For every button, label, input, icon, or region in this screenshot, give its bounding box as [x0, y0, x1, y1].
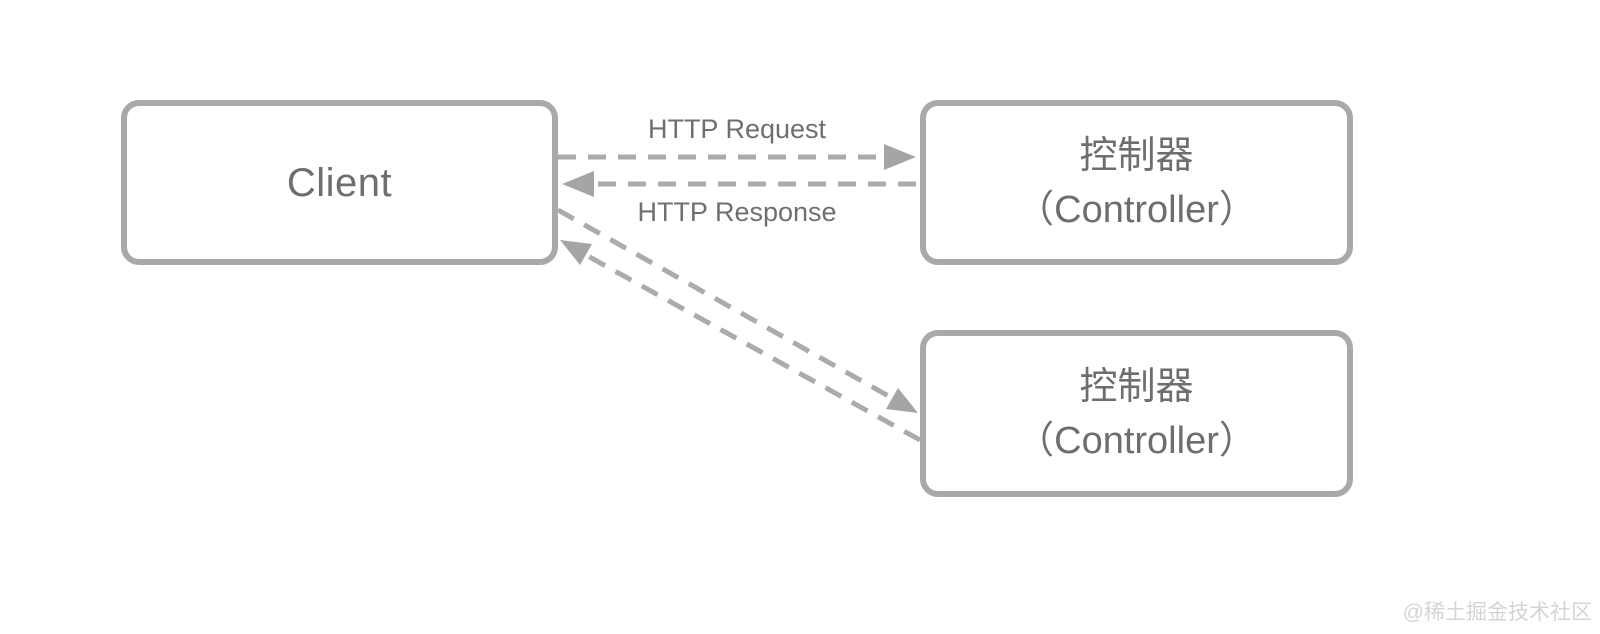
- node-controller-bottom-title: 控制器: [1079, 365, 1194, 408]
- node-controller-bottom: 控制器 （Controller）: [920, 330, 1353, 497]
- node-controller-top-subtitle: （Controller）: [1016, 188, 1257, 231]
- node-client-label: Client: [286, 160, 393, 205]
- node-controller-bottom-subtitle: （Controller）: [1016, 419, 1257, 462]
- http-response-arrowhead: [562, 171, 594, 197]
- http-response-label: HTTP Response: [637, 197, 837, 227]
- bottom-controller-to-client-line: [584, 252, 922, 443]
- node-controller-top-title: 控制器: [1079, 134, 1194, 177]
- node-controller-top: 控制器 （Controller）: [920, 100, 1353, 265]
- watermark: @稀土掘金技术社区: [1402, 601, 1592, 624]
- http-request-label: HTTP Request: [647, 114, 827, 144]
- bottom-controller-to-client-arrowhead: [560, 240, 592, 265]
- http-request-arrowhead: [884, 144, 916, 170]
- client-to-bottom-controller-line: [556, 207, 894, 401]
- node-client: Client: [121, 100, 558, 265]
- client-to-bottom-controller-arrowhead: [886, 388, 918, 413]
